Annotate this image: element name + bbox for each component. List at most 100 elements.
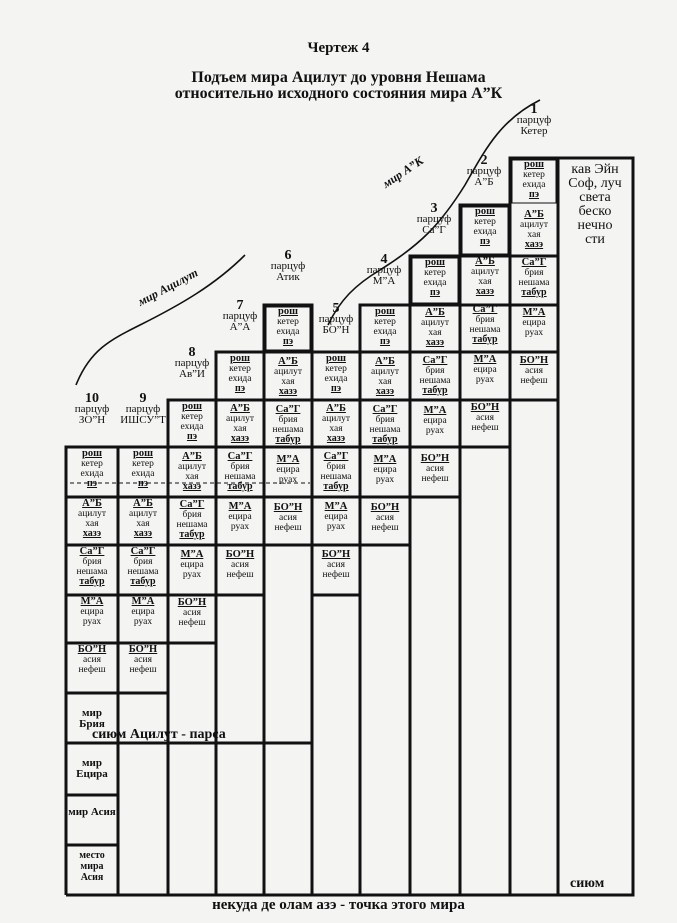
sefira-name: М”А (131, 596, 155, 607)
sefira-line-1: ацилут (321, 414, 351, 424)
sefira-line-2: ехида (228, 374, 252, 384)
sefira-line-2: нешама (272, 425, 304, 435)
sefira-line-2: нефеш (322, 570, 350, 580)
sefira-line-2: нефеш (520, 376, 548, 386)
sefira-line-1: кетер (277, 317, 299, 327)
sefira-line-1: ецира (80, 607, 104, 617)
title-line-2: относительно исходного состояния мира А”… (174, 85, 503, 102)
sefira-name: Са”Г (130, 546, 156, 557)
sefira-tag: табур (275, 434, 301, 445)
sefira-name: рош (230, 353, 250, 364)
sefira-line-2: хая (329, 424, 343, 434)
sefira-line-2: ехида (522, 180, 546, 190)
sefira-line-2: нефеш (274, 523, 302, 533)
sefira-line-1: брия (278, 415, 298, 425)
sefira-line-1: брия (326, 462, 346, 472)
sefira-tag: табур (323, 481, 349, 492)
sefira-line-2: нешама (127, 567, 159, 577)
sefira-tag: хазэ (375, 386, 395, 397)
sefira-name: А”Б (425, 307, 445, 318)
sefira-line-2: хая (136, 519, 150, 529)
sefira-line-1: ецира (423, 416, 447, 426)
sefira-line-2: ехида (423, 278, 447, 288)
bottom-caption: некуда де олам азэ - точка этого мира (212, 897, 465, 913)
sefira-tag: хазэ (82, 528, 102, 539)
sefira-name: БО”Н (128, 644, 158, 655)
sefira-name: рош (524, 159, 544, 170)
sefira-line-1: ацилут (128, 509, 158, 519)
sefira-line-2: нефеш (78, 665, 106, 675)
sefira-line-2: руах (133, 617, 153, 627)
sefira-line-2: ехида (324, 374, 348, 384)
sefira-line-1: асия (231, 560, 249, 570)
sefira-line-2: руах (82, 617, 102, 627)
siyum-right-label: сиюм (570, 876, 605, 891)
sefira-line-2: хая (85, 519, 99, 529)
sefira-line-1: ецира (228, 512, 252, 522)
sefira-name: М”А (180, 549, 204, 560)
sefira-tag: хазэ (475, 286, 495, 297)
sefira-line-1: асия (376, 513, 394, 523)
sefira-tag: хазэ (230, 433, 250, 444)
sefira-line-2: нефеш (129, 665, 157, 675)
sefira-name: БО”Н (321, 549, 351, 560)
sefira-name: А”Б (133, 498, 153, 509)
sefira-line-2: руах (182, 570, 202, 580)
sefira-line-1: ацилут (370, 367, 400, 377)
sefira-line-1: ацилут (77, 509, 107, 519)
sefira-line-1: ецира (522, 318, 546, 328)
sefira-name: БО”Н (177, 597, 207, 608)
sefira-tag: хазэ (278, 386, 298, 397)
sefira-name: М”А (276, 454, 300, 465)
sefira-line-2: хая (185, 472, 199, 482)
world-bria-label: мир Брия (79, 707, 105, 730)
sefira-name: рош (425, 257, 445, 268)
sefira-line-2: нефеш (371, 523, 399, 533)
sefira-line-1: асия (426, 464, 444, 474)
sefira-name: А”Б (326, 403, 346, 414)
sefira-tag: табур (179, 529, 205, 540)
sefira-name: БО”Н (77, 644, 107, 655)
sefira-name: А”Б (475, 256, 495, 267)
sefira-name: М”А (522, 307, 546, 318)
sefira-line-1: кетер (523, 170, 545, 180)
sefira-line-1: брия (230, 462, 250, 472)
sefira-line-2: нефеш (421, 474, 449, 484)
sefira-line-1: брия (82, 557, 102, 567)
sefira-name: А”Б (230, 403, 250, 414)
sefira-tag: табур (227, 481, 253, 492)
sefira-line-1: кетер (229, 364, 251, 374)
sefira-tag: пэ (528, 189, 540, 200)
sefira-name: Са”Г (227, 451, 253, 462)
sefira-line-2: нешама (76, 567, 108, 577)
sefira-name: М”А (324, 501, 348, 512)
sefira-line-1: кетер (132, 459, 154, 469)
sefira-line-2: нефеш (226, 570, 254, 580)
sefira-line-1: кетер (325, 364, 347, 374)
sefira-tag: табур (372, 434, 398, 445)
